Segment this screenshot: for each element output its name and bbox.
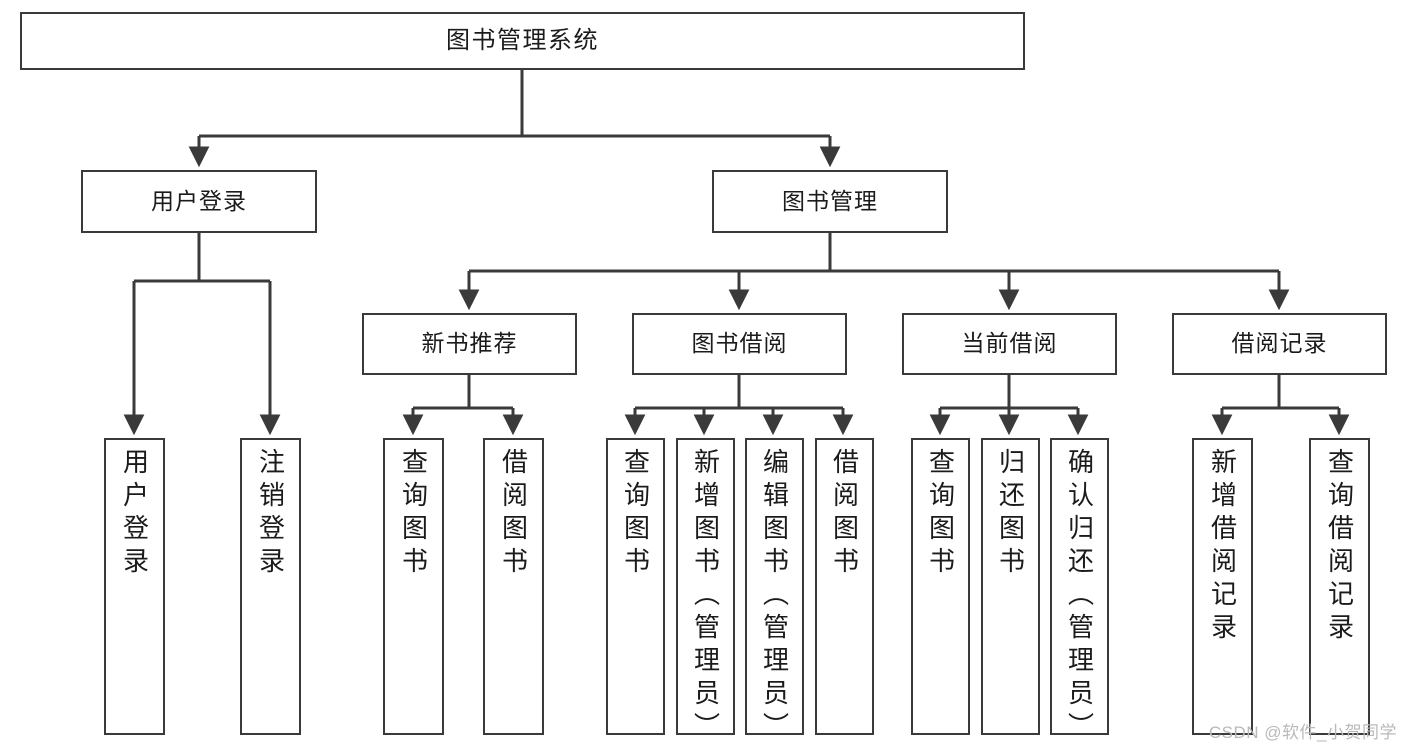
node-label: 借阅图书 bbox=[498, 448, 529, 580]
node-current-borrow[interactable]: 当前借阅 bbox=[902, 313, 1117, 375]
node-label: 用户登录 bbox=[151, 187, 247, 214]
node-label: 查询图书 bbox=[925, 448, 956, 580]
node-label: 新增图书（管理员） bbox=[690, 448, 721, 745]
leaf-logout-login[interactable]: 注销登录 bbox=[240, 438, 301, 735]
node-book-management[interactable]: 图书管理 bbox=[712, 170, 948, 233]
node-label: 借阅记录 bbox=[1231, 330, 1328, 357]
node-label: 当前借阅 bbox=[961, 330, 1058, 357]
node-label: 新书推荐 bbox=[421, 330, 518, 357]
leaf-edit-book-admin[interactable]: 编辑图书（管理员） bbox=[745, 438, 804, 745]
node-label: 借阅图书 bbox=[829, 448, 860, 580]
watermark: CSDN @软件_小贺同学 bbox=[1208, 723, 1397, 742]
leaf-user-login[interactable]: 用户登录 bbox=[104, 438, 165, 735]
node-label: 注销登录 bbox=[255, 448, 286, 580]
node-label: 图书借阅 bbox=[691, 330, 788, 357]
node-label: 归还图书 bbox=[995, 448, 1026, 580]
node-label: 查询图书 bbox=[398, 448, 429, 580]
leaf-query-borrow-record[interactable]: 查询借阅记录 bbox=[1309, 438, 1370, 735]
node-label: 图书管理系统 bbox=[446, 26, 599, 54]
node-label: 编辑图书（管理员） bbox=[759, 448, 790, 745]
node-label: 图书管理 bbox=[782, 187, 878, 214]
node-book-borrow[interactable]: 图书借阅 bbox=[632, 313, 847, 375]
node-label: 确认归还（管理员） bbox=[1064, 448, 1095, 745]
leaf-confirm-return-admin[interactable]: 确认归还（管理员） bbox=[1050, 438, 1109, 745]
node-label: 用户登录 bbox=[119, 448, 150, 580]
node-new-book-recommendation[interactable]: 新书推荐 bbox=[362, 313, 577, 375]
leaf-query-book-new-rec[interactable]: 查询图书 bbox=[383, 438, 444, 735]
leaf-return-book[interactable]: 归还图书 bbox=[981, 438, 1040, 735]
leaf-borrow-book-borrow[interactable]: 借阅图书 bbox=[815, 438, 874, 735]
leaf-add-borrow-record[interactable]: 新增借阅记录 bbox=[1192, 438, 1253, 735]
leaf-query-book-current[interactable]: 查询图书 bbox=[911, 438, 970, 735]
node-label: 查询借阅记录 bbox=[1324, 448, 1355, 646]
leaf-borrow-book-new-rec[interactable]: 借阅图书 bbox=[483, 438, 544, 735]
node-borrow-record[interactable]: 借阅记录 bbox=[1172, 313, 1387, 375]
leaf-query-book-borrow[interactable]: 查询图书 bbox=[606, 438, 665, 735]
node-root-book-management-system[interactable]: 图书管理系统 bbox=[20, 12, 1025, 70]
node-user-login[interactable]: 用户登录 bbox=[81, 170, 317, 233]
node-label: 新增借阅记录 bbox=[1207, 448, 1238, 646]
node-label: 查询图书 bbox=[620, 448, 651, 580]
leaf-add-book-admin[interactable]: 新增图书（管理员） bbox=[676, 438, 735, 745]
